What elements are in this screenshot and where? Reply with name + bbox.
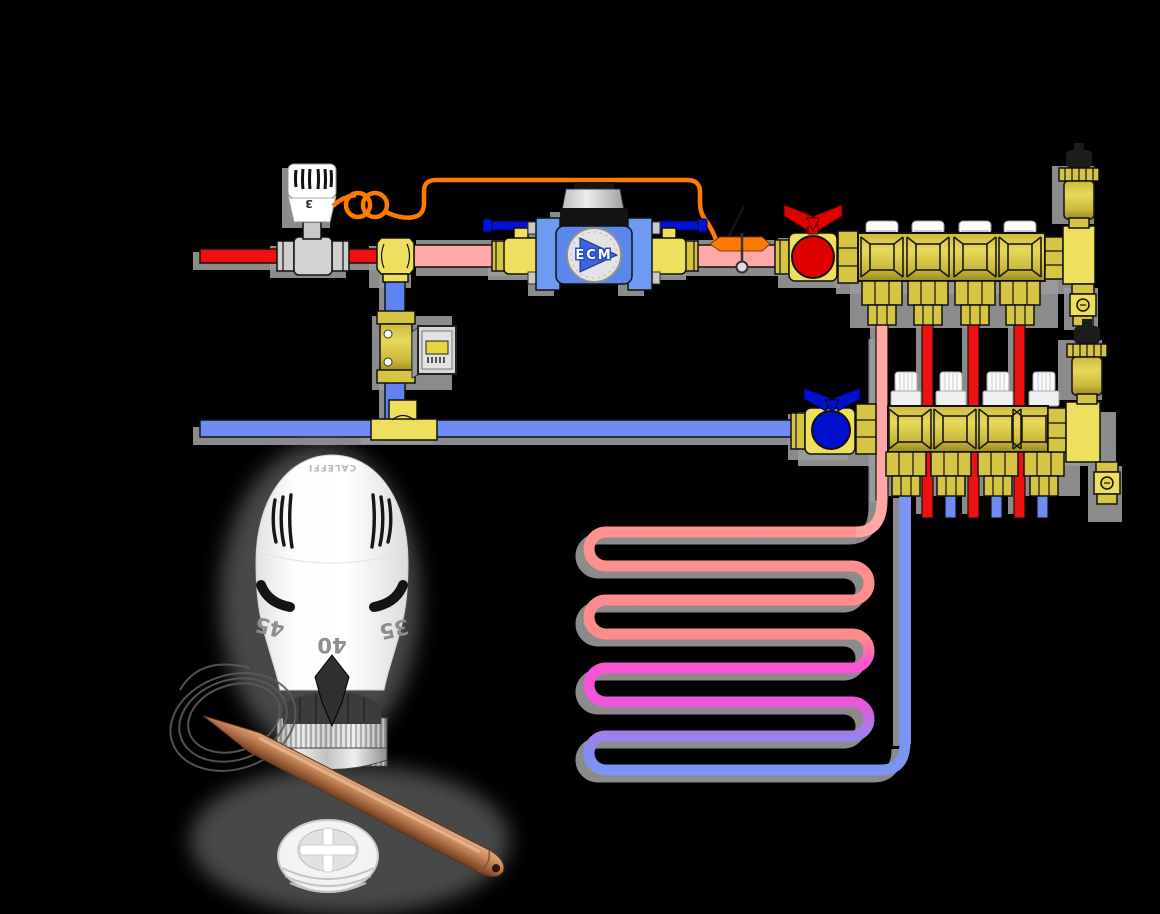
head-vent-slits xyxy=(294,168,333,190)
thermostatic-head-product: CALEFFI 45 40 35 xyxy=(253,454,411,770)
mixing-tee xyxy=(376,237,415,283)
supply-manifold xyxy=(774,142,1100,327)
flow-meter-display xyxy=(425,340,449,355)
supply-manifold-barrel xyxy=(857,232,1046,282)
blue-valve-ball xyxy=(811,410,851,450)
red-valve-handle xyxy=(783,204,813,231)
return-manifold xyxy=(790,318,1121,505)
return-pipe xyxy=(199,419,793,438)
temperature-sensor xyxy=(709,233,771,274)
loop-supply-bend xyxy=(855,495,888,538)
loop-serpentine xyxy=(583,526,881,776)
scale-40: 40 xyxy=(317,633,346,657)
loop-return-bend xyxy=(880,741,911,776)
drain-valve-return xyxy=(1093,461,1121,505)
air-vent-return xyxy=(1066,318,1108,405)
red-valve-ball xyxy=(791,235,835,279)
mixing-valve-setting: 3 xyxy=(305,197,313,210)
flow-tick xyxy=(727,205,746,237)
thermostatic-mixing-valve: 3 xyxy=(276,163,350,276)
pump-flow-arrow xyxy=(579,237,619,273)
thermostatic-insert-knob xyxy=(890,371,922,407)
capillary-coil xyxy=(169,663,297,772)
head-slits xyxy=(271,493,393,549)
floor-heating-loop xyxy=(583,321,911,776)
head-brand: CALEFFI xyxy=(308,462,356,472)
return-shutoff-valve xyxy=(790,387,861,455)
flow-meter xyxy=(376,310,457,384)
product-photo: CALEFFI 45 40 35 xyxy=(169,445,510,914)
return-manifold-barrel xyxy=(887,405,1049,453)
pump-motor-top xyxy=(561,188,625,211)
mixing-valve-head: 3 xyxy=(287,163,337,223)
remote-probe xyxy=(203,715,505,877)
circulator-pump-assembly: ECM xyxy=(482,182,708,291)
dial-pointer xyxy=(314,654,350,728)
supply-shutoff-valve xyxy=(774,204,843,282)
air-vent-supply xyxy=(1058,142,1100,229)
adapter-ring xyxy=(277,819,379,893)
return-tee xyxy=(370,399,438,441)
loop-return-riser xyxy=(899,490,911,744)
pump-label: ECM xyxy=(575,248,612,263)
